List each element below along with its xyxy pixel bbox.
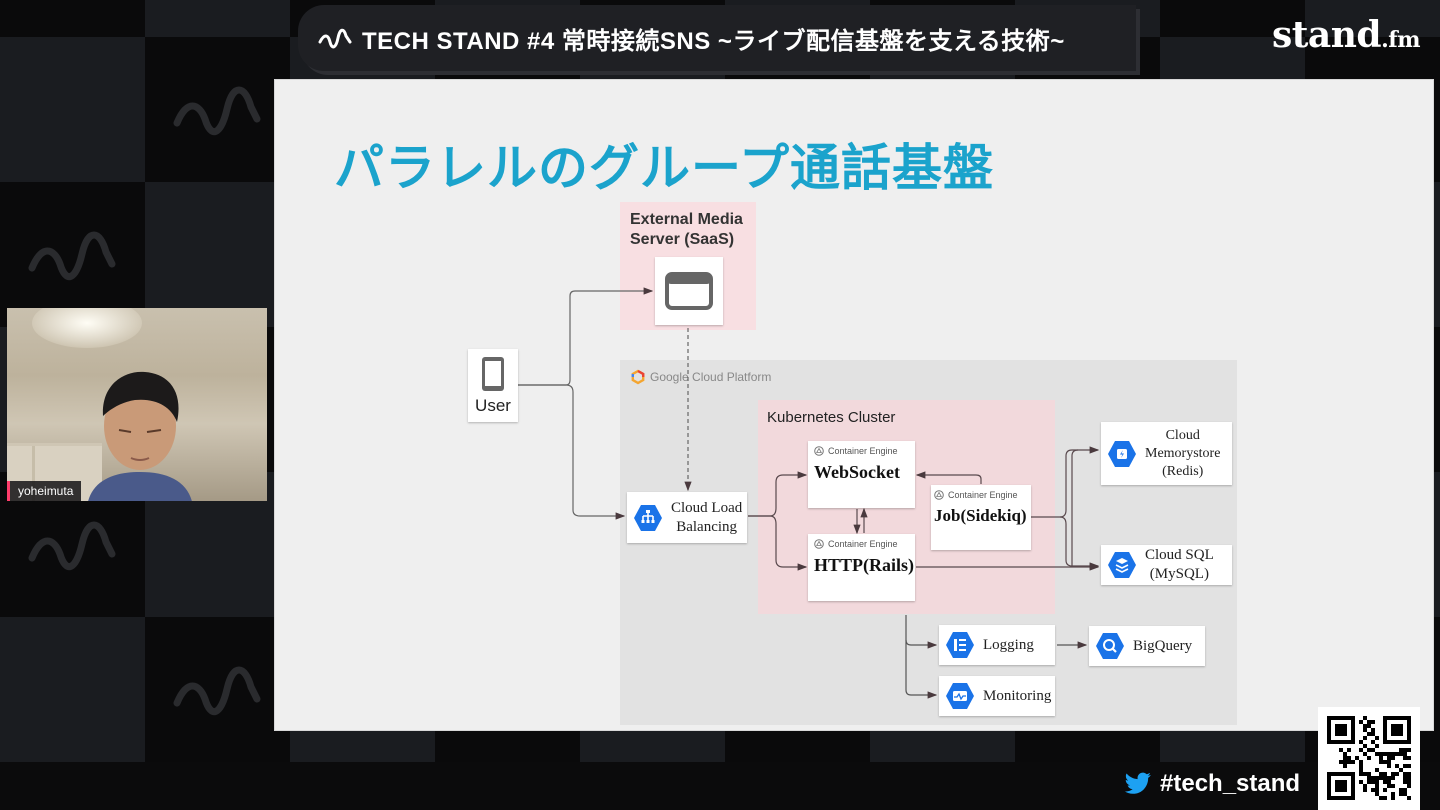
qr-code-image — [1327, 716, 1411, 800]
cloudsql-label: Cloud SQL (MySQL) — [1145, 547, 1214, 582]
wave-watermark-icon — [173, 666, 261, 715]
speaker-video — [88, 371, 192, 501]
memorystore-label: Cloud Memorystore (Redis) — [1145, 427, 1221, 479]
user-label: User — [475, 395, 511, 415]
http-label: HTTP(Rails) — [814, 555, 915, 575]
kubernetes-label: Kubernetes Cluster — [767, 409, 896, 426]
background-tile — [145, 617, 290, 762]
websocket-label: WebSocket — [814, 462, 901, 482]
monitoring-icon — [946, 683, 974, 709]
cloud-sql-icon — [1108, 552, 1136, 578]
browser-window-icon — [665, 272, 713, 310]
brand-logo: stand.fm — [1272, 14, 1420, 56]
twitter-bird-icon — [1124, 772, 1151, 794]
background-tile — [0, 37, 145, 182]
gcp-logo-icon — [631, 369, 645, 385]
wave-logo-icon — [318, 28, 352, 49]
qr-code[interactable] — [1318, 707, 1420, 810]
speaker-name-tag: yoheimuta — [7, 481, 82, 501]
background-tile — [145, 37, 290, 182]
external-media-label: External Media Server (SaaS) — [630, 211, 743, 248]
background-tile — [0, 617, 145, 762]
websocket-node: Container Engine WebSocket — [808, 441, 915, 508]
stream-title-banner: TECH STAND #4 常時接続SNS ~ライブ配信基盤を支える技術~ — [298, 5, 1136, 71]
twitter-hashtag: #tech_stand — [1124, 770, 1300, 798]
wave-watermark-icon — [173, 86, 261, 135]
logging-node: Logging — [939, 625, 1055, 665]
brand-name: stand — [1272, 14, 1382, 56]
gcp-label-text: Google Cloud Platform — [650, 370, 772, 384]
background-tile — [145, 182, 290, 327]
memorystore-icon — [1108, 440, 1136, 467]
background-tile — [0, 182, 145, 327]
background-tile — [1160, 0, 1305, 37]
monitoring-label: Monitoring — [983, 687, 1052, 704]
background-tile — [0, 0, 145, 37]
brand-suffix: .fm — [1381, 27, 1420, 53]
monitoring-node: Monitoring — [939, 676, 1055, 716]
stream-title: TECH STAND #4 常時接続SNS ~ライブ配信基盤を支える技術~ — [362, 27, 1065, 55]
logging-icon — [946, 632, 974, 658]
memorystore-node: Cloud Memorystore (Redis) — [1101, 422, 1232, 485]
slide-title: パラレルのグループ通話基盤 — [334, 140, 994, 196]
cloudsql-node: Cloud SQL (MySQL) — [1101, 545, 1232, 585]
job-sidekiq-node: Container Engine Job(Sidekiq) — [931, 485, 1031, 550]
container-engine-icon — [814, 446, 824, 456]
websocket-tag: Container Engine — [828, 446, 898, 456]
load-balancing-icon — [634, 504, 662, 531]
gcp-label: Google Cloud Platform — [630, 369, 771, 385]
wave-watermark-icon — [28, 521, 116, 570]
logging-label: Logging — [983, 636, 1034, 653]
job-tag: Container Engine — [948, 490, 1018, 500]
http-rails-node: Container Engine HTTP(Rails) — [808, 534, 915, 601]
external-media-server-node — [655, 257, 723, 325]
ceiling-light — [32, 308, 142, 348]
user-node: User — [468, 349, 518, 422]
background-tile — [1305, 0, 1440, 37]
bigquery-icon — [1096, 633, 1124, 659]
http-tag: Container Engine — [828, 539, 898, 549]
speaker-webcam — [7, 308, 267, 501]
phone-icon — [482, 356, 504, 391]
bigquery-label: BigQuery — [1133, 637, 1193, 654]
bigquery-node: BigQuery — [1089, 626, 1205, 666]
container-engine-icon — [814, 539, 824, 549]
container-engine-icon — [934, 490, 944, 500]
background-tile — [145, 0, 290, 37]
load-balancer-label: Cloud Load Balancing — [671, 499, 743, 535]
load-balancer-node: Cloud Load Balancing — [627, 492, 747, 543]
wave-watermark-icon — [28, 231, 116, 280]
job-label: Job(Sidekiq) — [934, 506, 1027, 525]
hashtag-text: #tech_stand — [1160, 770, 1301, 797]
